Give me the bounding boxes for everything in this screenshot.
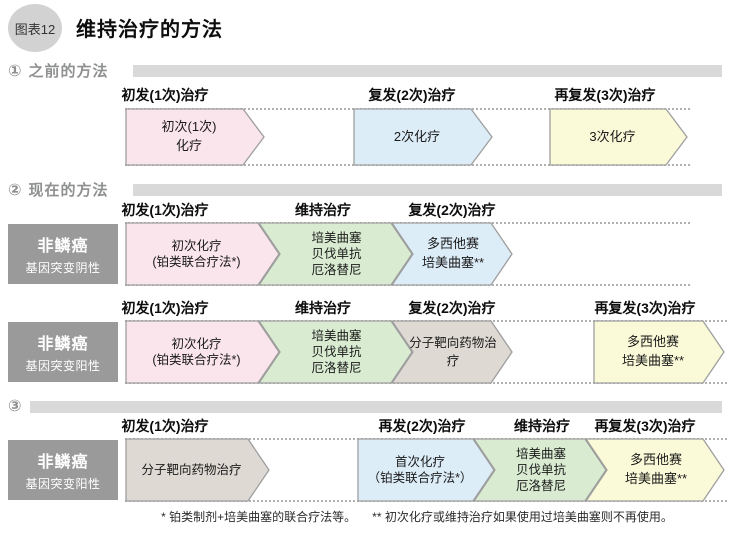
arrow-initial-chemo: 初次化疗(铂类联合疗法*): [125, 222, 280, 286]
stage-label-relapse: 复发(2次)治疗: [368, 87, 456, 103]
stage-label-second-relapse: 再复发(3次)治疗: [554, 87, 656, 103]
footnote-1: * 铂类制剂+培美曲塞的联合疗法等。: [161, 510, 357, 524]
arrow-third-line-chemo: 3次化疗: [549, 108, 688, 166]
arrow-first-chemo-label: 首次化疗（铂类联合疗法*）: [367, 454, 473, 485]
section3-divider-bar: [30, 401, 722, 413]
arrow-third-line-drugs: 多西他赛培美曲塞**: [593, 320, 725, 384]
stage-label-maintenance: 维持治疗: [295, 300, 351, 316]
section1-number: ①: [8, 63, 23, 80]
arrow-second-line-chemo: 2次化疗: [353, 108, 493, 166]
section1-heading: ① 之前的方法: [8, 60, 109, 81]
stage-label-first-line: 初发(1次)治疗: [121, 418, 209, 434]
footnotes: * 铂类制剂+培美曲塞的联合疗法等。 ** 初次化疗或维持治疗如果使用过培美曲塞…: [100, 508, 734, 525]
figure-number-badge: 图表12: [8, 4, 62, 52]
stage-label-first-line: 初发(1次)治疗: [121, 300, 209, 316]
section1-divider-bar: [133, 65, 722, 77]
category-box-subtitle: 基因突变阳性: [25, 359, 101, 373]
stage-label-first-line: 初发(1次)治疗: [121, 202, 209, 218]
category-box-subtitle: 基因突变阳性: [25, 477, 101, 491]
footnote-2: ** 初次化疗或维持治疗如果使用过培美曲塞则不再使用。: [372, 510, 673, 524]
arrow-maintenance-drugs-label: 培美曲塞贝伐单抗厄洛替尼: [515, 446, 566, 494]
arrow-third-line-chemo-label: 3次化疗: [589, 128, 636, 144]
arrow-relapse-chemo: 多西他赛培美曲塞**: [391, 222, 513, 286]
category-box-nonsquamous-mutation-positive: 非鳞癌 基因突变阳性: [8, 322, 118, 382]
arrow-molecular-targeted-therapy: 分子靶向药物治疗: [391, 320, 513, 384]
figure-title: 维持治疗的方法: [76, 19, 223, 41]
arrow-initial-chemo-label: 初次化疗(铂类联合疗法*): [152, 238, 241, 269]
stage-label-first-line: 初发(1次)治疗: [121, 87, 209, 103]
arrow-maintenance-drugs-label: 培美曲塞贝伐单抗厄洛替尼: [311, 328, 362, 376]
stage-label-maintenance: 维持治疗: [514, 418, 570, 434]
arrow-first-chemo: 首次化疗（铂类联合疗法*）: [357, 438, 495, 502]
arrow-relapse-chemo-label: 多西他赛培美曲塞**: [421, 236, 485, 270]
section3-timeline: 非鳞癌 基因突变阳性 分子靶向药物治疗 首次化疗（铂类联合疗法*） 培美曲塞贝伐…: [0, 438, 734, 502]
section1-timeline: 初次(1次)化疗 2次化疗 3次化疗: [0, 108, 734, 166]
stage-label-maintenance: 维持治疗: [295, 202, 351, 218]
arrow-initial-chemo-label: 初次化疗(铂类联合疗法*): [152, 336, 241, 367]
section2-rowB-timeline: 非鳞癌 基因突变阳性 初次化疗(铂类联合疗法*) 培美曲塞贝伐单抗厄洛替尼 分子…: [0, 320, 734, 384]
arrow-maintenance-drugs: 培美曲塞贝伐单抗厄洛替尼: [258, 222, 413, 286]
arrow-maintenance-drugs: 培美曲塞贝伐单抗厄洛替尼: [473, 438, 607, 502]
arrow-third-line-drugs-label: 多西他赛培美曲塞**: [621, 334, 685, 368]
section2-rowA-timeline: 非鳞癌 基因突变阴性 初次化疗(铂类联合疗法*) 培美曲塞贝伐单抗厄洛替尼 多西…: [0, 222, 734, 286]
stage-label-second-relapse: 再复发(3次)治疗: [594, 300, 696, 316]
category-box-title: 非鳞癌: [37, 238, 89, 255]
category-box-nonsquamous-mutation-negative: 非鳞癌 基因突变阴性: [8, 224, 118, 284]
stage-label-recurrence: 再发(2次)治疗: [378, 418, 466, 434]
arrow-second-line-chemo-label: 2次化疗: [393, 128, 441, 144]
section2-heading: ② 现在的方法: [8, 179, 109, 200]
arrow-molecular-targeted-therapy: 分子靶向药物治疗: [125, 438, 270, 502]
section3-heading: ③: [8, 396, 29, 416]
arrow-maintenance-drugs-label: 培美曲塞贝伐单抗厄洛替尼: [311, 230, 362, 278]
section2-number: ②: [8, 182, 23, 199]
category-box-title: 非鳞癌: [37, 336, 89, 353]
section2-divider-bar: [133, 184, 722, 196]
stage-label-second-relapse: 再复发(3次)治疗: [594, 418, 696, 434]
arrow-third-line-drugs: 多西他赛培美曲塞**: [585, 438, 725, 502]
arrow-molecular-targeted-therapy-label: 分子靶向药物治疗: [409, 335, 497, 368]
stage-label-relapse: 复发(2次)治疗: [408, 202, 496, 218]
arrow-maintenance-drugs: 培美曲塞贝伐单抗厄洛替尼: [258, 320, 413, 384]
arrow-first-line-chemo-label: 初次(1次)化疗: [161, 119, 217, 153]
arrow-molecular-targeted-therapy-label: 分子靶向药物治疗: [141, 462, 242, 477]
arrow-third-line-drugs-label: 多西他赛培美曲塞**: [624, 452, 688, 486]
arrow-first-line-chemo: 初次(1次)化疗: [125, 108, 265, 166]
arrow-initial-chemo: 初次化疗(铂类联合疗法*): [125, 320, 280, 384]
category-box-nonsquamous-mutation-positive: 非鳞癌 基因突变阳性: [8, 440, 118, 500]
stage-label-relapse: 复发(2次)治疗: [408, 300, 496, 316]
category-box-title: 非鳞癌: [37, 454, 89, 471]
section3-number: ③: [8, 398, 23, 415]
section2-heading-label: 现在的方法: [28, 182, 109, 199]
category-box-subtitle: 基因突变阴性: [25, 261, 101, 275]
section1-heading-label: 之前的方法: [28, 63, 109, 80]
